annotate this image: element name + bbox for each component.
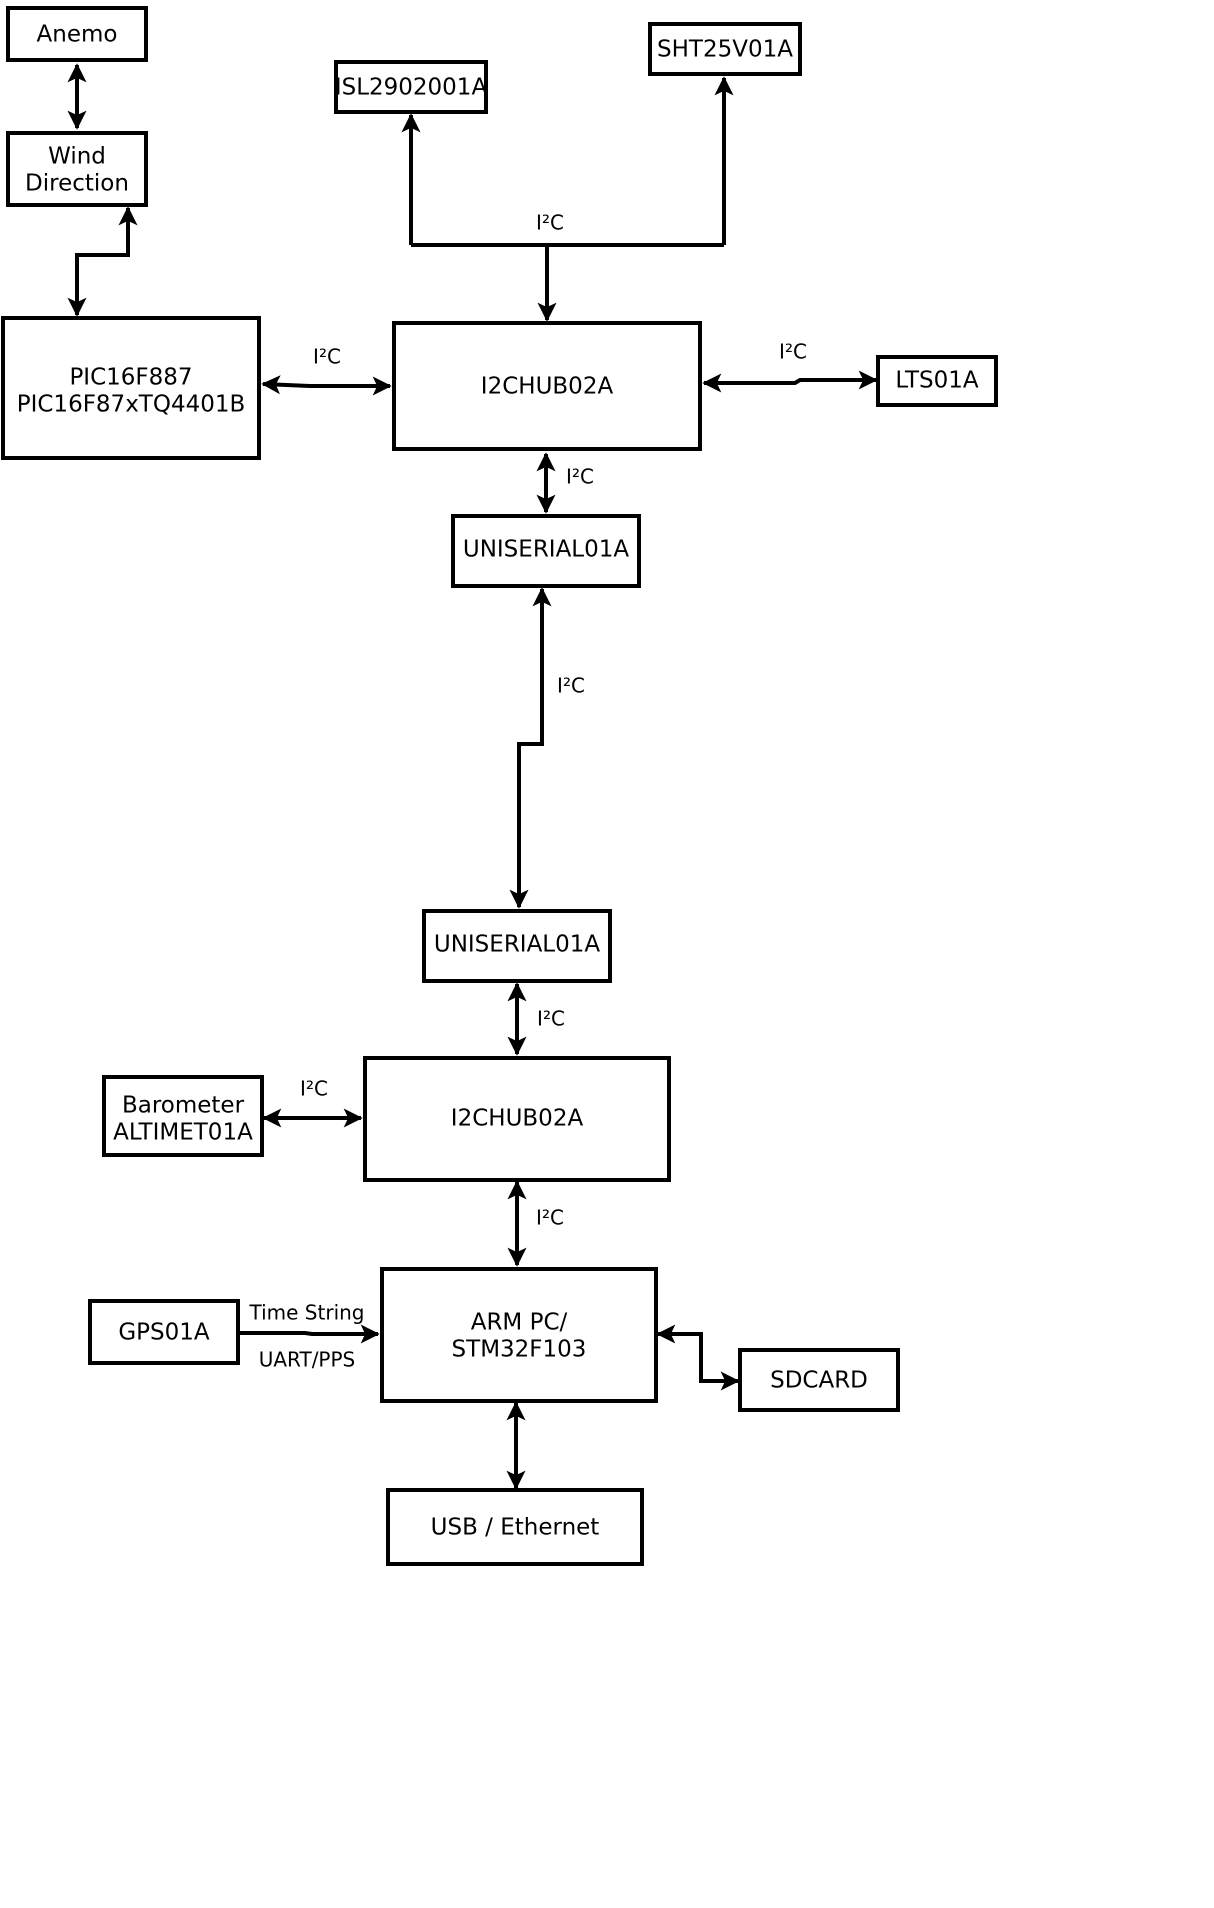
block-label-arm-pc-line2: STM32F103 [452, 1337, 587, 1363]
block-label-i2chub02a-bottom: I2CHUB02A [451, 1106, 584, 1132]
edge-line-gps-armpc [239, 1324, 380, 1344]
edge-line-uniserial1-uniserial2 [509, 587, 552, 909]
block-wind-direction[interactable]: Wind Direction [6, 131, 148, 207]
block-label-pic-line1: PIC16F887 [69, 365, 192, 391]
edge-label-uart-pps: UART/PPS [259, 1348, 356, 1372]
edge-label-pic-i2chub: I²C [313, 345, 341, 369]
edge-label-i2chub-lts: I²C [779, 340, 807, 364]
block-uniserial01a-1[interactable]: UNISERIAL01A [451, 514, 641, 588]
edge-label-i2chub-uniserial1: I²C [566, 465, 594, 489]
block-usb-ethernet[interactable]: USB / Ethernet [386, 1488, 644, 1566]
block-pic16f887[interactable]: PIC16F887 PIC16F87xTQ4401B [1, 316, 261, 460]
block-rect-usb-ethernet[interactable] [386, 1488, 644, 1566]
edge-i2chub-armpc: I²C [507, 1180, 564, 1267]
block-rect-arm-pc[interactable] [380, 1267, 658, 1403]
block-label-wind-direction-line2: Direction [25, 171, 129, 197]
block-label-uniserial01a-1: UNISERIAL01A [463, 537, 630, 563]
edge-label-uniserial-chain: I²C [557, 674, 585, 698]
block-rect-i2chub02a-top[interactable] [392, 321, 702, 451]
edge-label-i2chub-armpc: I²C [536, 1206, 564, 1230]
block-rect-isl2902001a[interactable] [334, 60, 488, 114]
edge-i2chub-sensors: I²C [401, 76, 734, 322]
edge-armpc-sdcard [656, 1324, 740, 1391]
block-rect-uniserial01a-2[interactable] [422, 909, 612, 983]
edge-pic-i2chub-top: I²C [261, 345, 392, 396]
block-isl2902001a[interactable]: ISL2902001A [334, 60, 488, 114]
block-label-i2chub02a-top: I2CHUB02A [481, 374, 614, 400]
block-barometer[interactable]: Barometer ALTIMET01A [102, 1075, 264, 1157]
block-label-uniserial01a-2: UNISERIAL01A [434, 932, 601, 958]
block-i2chub02a-bottom[interactable]: I2CHUB02A [363, 1056, 671, 1182]
block-label-sdcard: SDCARD [770, 1368, 868, 1394]
edge-label-uniserial2-i2chub: I²C [537, 1007, 565, 1031]
edge-label-time-string: Time String [249, 1301, 365, 1325]
edge-uniserial1-uniserial2: I²C [509, 587, 585, 909]
block-i2chub02a-top[interactable]: I2CHUB02A [392, 321, 702, 451]
block-rect-i2chub02a-bottom[interactable] [363, 1056, 671, 1182]
block-label-gps01a: GPS01A [118, 1320, 210, 1346]
block-rect-gps01a[interactable] [88, 1299, 240, 1365]
block-label-anemo: Anemo [37, 22, 118, 48]
edge-uniserial2-i2chub: I²C [507, 982, 565, 1056]
block-sht25v01a[interactable]: SHT25V01A [648, 22, 802, 76]
block-anemo[interactable]: Anemo [6, 6, 148, 62]
edge-i2chub-lts: I²C [702, 340, 878, 393]
block-label-isl2902001a: ISL2902001A [335, 75, 488, 101]
block-rect-barometer[interactable] [102, 1075, 264, 1157]
block-label-sht25v01a: SHT25V01A [657, 37, 793, 63]
block-label-usb-ethernet: USB / Ethernet [431, 1515, 600, 1541]
block-lts01a[interactable]: LTS01A [876, 355, 998, 407]
block-arm-pc[interactable]: ARM PC/ STM32F103 [380, 1267, 658, 1403]
block-rect-sht25v01a[interactable] [648, 22, 802, 76]
block-rect-wind-direction[interactable] [6, 131, 148, 207]
block-rect-lts01a[interactable] [876, 355, 998, 407]
block-label-barometer-line2: ALTIMET01A [113, 1120, 253, 1146]
block-gps01a[interactable]: GPS01A [88, 1299, 240, 1365]
edge-i2chub-uniserial1: I²C [536, 452, 594, 514]
block-uniserial01a-2[interactable]: UNISERIAL01A [422, 909, 612, 983]
block-rect-pic16f887[interactable] [1, 316, 261, 460]
edge-barometer-i2chub: I²C [262, 1077, 363, 1128]
block-label-pic-line2: PIC16F87xTQ4401B [17, 392, 246, 418]
edge-line-winddir-pic [67, 206, 138, 317]
block-sdcard[interactable]: SDCARD [738, 1348, 900, 1412]
block-label-arm-pc-line1: ARM PC/ [471, 1310, 568, 1336]
block-label-wind-direction-line1: Wind [48, 144, 106, 170]
block-rect-sdcard[interactable] [738, 1348, 900, 1412]
edge-gps-armpc: Time String UART/PPS [239, 1301, 380, 1372]
edge-label-barometer-i2chub: I²C [300, 1077, 328, 1101]
block-rect-anemo[interactable] [6, 6, 148, 62]
block-rect-uniserial01a-1[interactable] [451, 514, 641, 588]
edge-winddir-pic [67, 206, 138, 317]
edge-line-pic-i2chub-top [261, 375, 392, 396]
block-label-lts01a: LTS01A [895, 368, 979, 394]
edge-line-i2chub-lts [702, 370, 878, 393]
edge-line-armpc-sdcard [656, 1324, 740, 1391]
block-label-barometer-line1: Barometer [122, 1093, 245, 1119]
edge-label-i2chub-sensors: I²C [536, 211, 564, 235]
